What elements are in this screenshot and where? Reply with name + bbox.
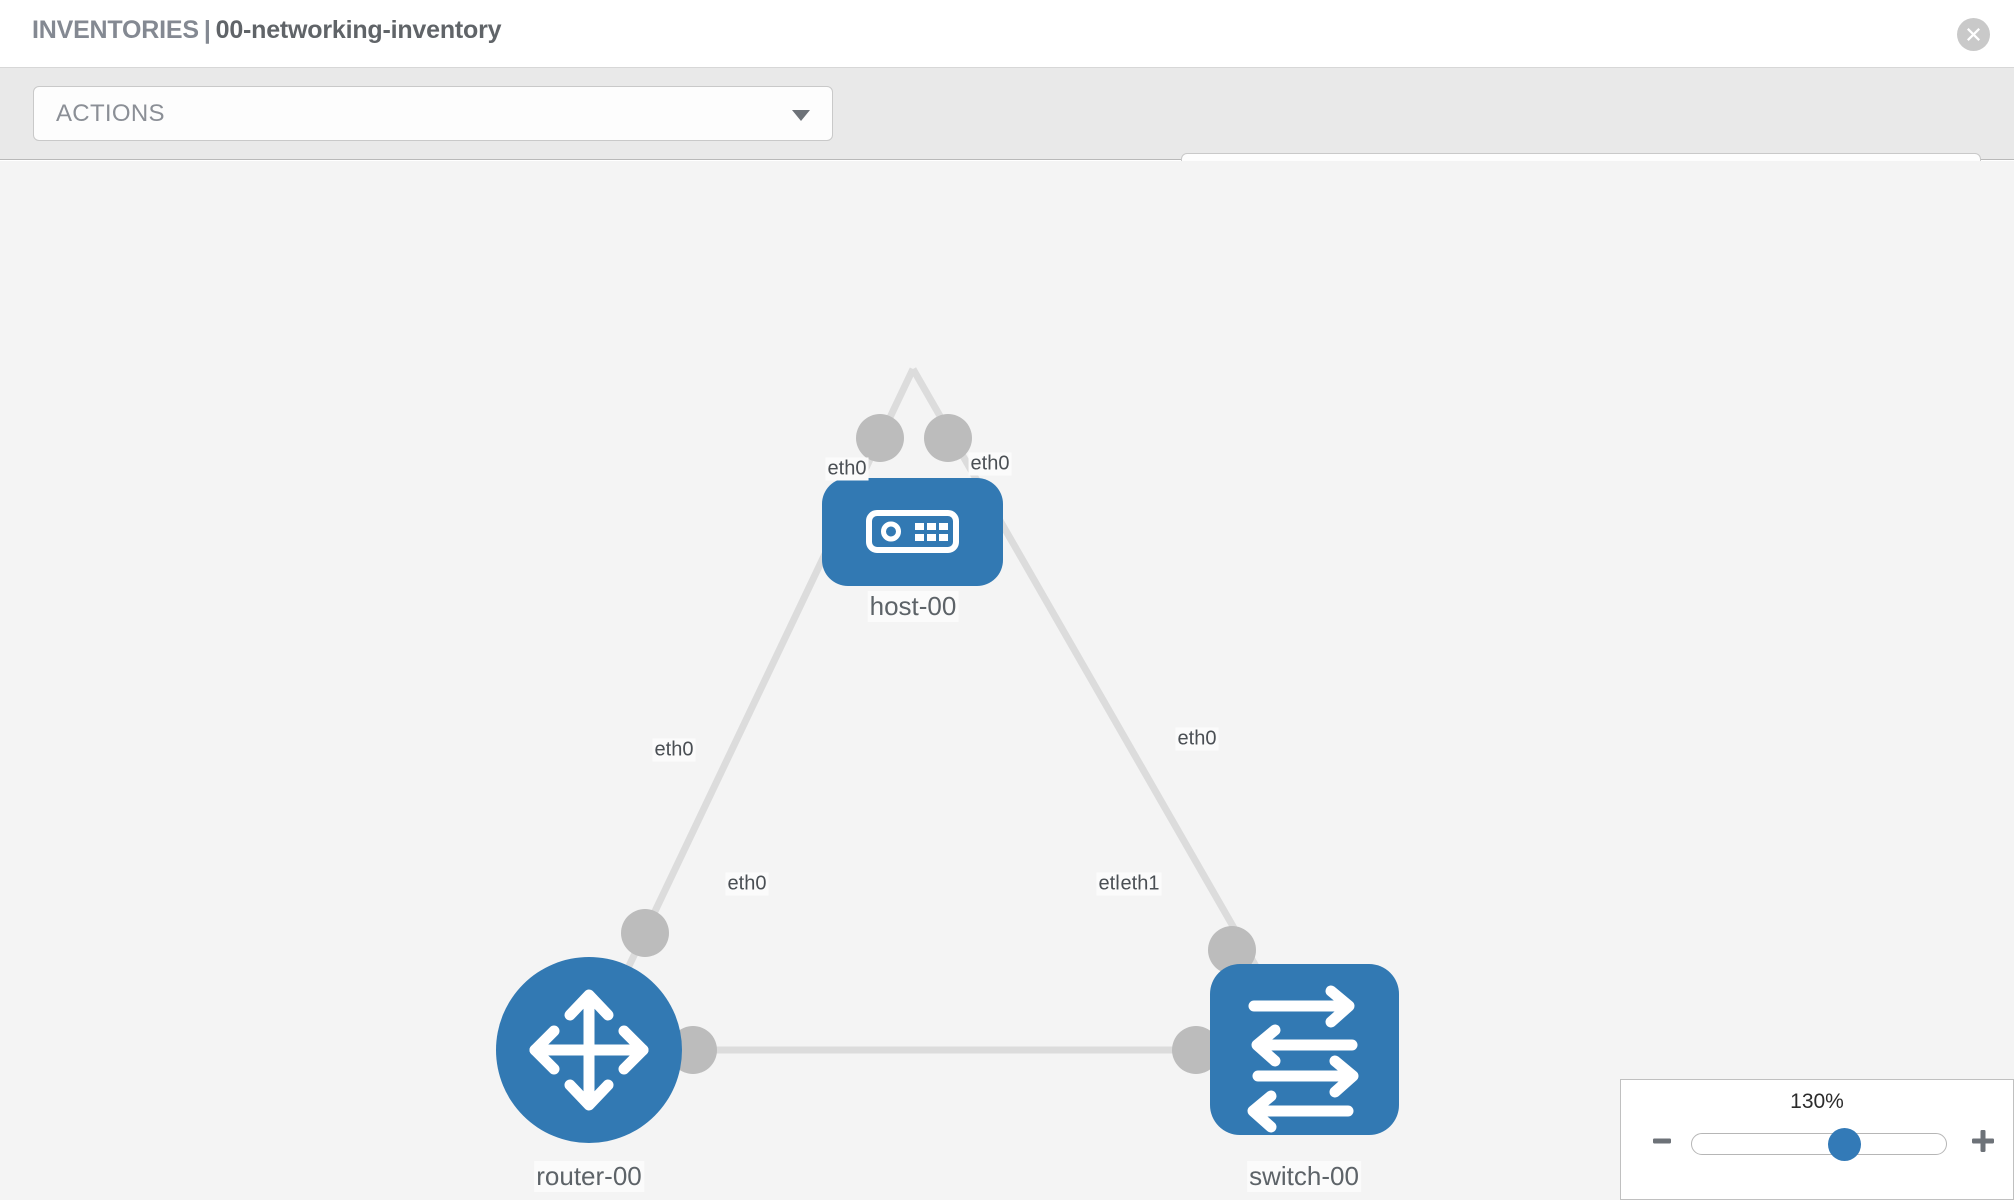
page-toolbar: ACTIONS SEARCH — [0, 68, 2014, 208]
zoom-in-button[interactable] — [1967, 1127, 1999, 1159]
link-label-switch00-eth0-up: eth0 — [1175, 727, 1219, 751]
actions-dropdown-label: ACTIONS — [56, 100, 165, 127]
close-icon — [1964, 25, 1983, 44]
zoom-level-value: 130% — [1790, 1090, 1844, 1113]
node-label-router-00: router-00 — [534, 1161, 644, 1192]
connector-router00-top — [621, 909, 669, 957]
breadcrumb-current-item: 00-networking-inventory — [215, 16, 502, 44]
topology-canvas[interactable]: host-00 router-00 switch-00 eth0 eth0 et… — [0, 161, 2014, 1200]
node-host-00[interactable] — [822, 478, 1003, 586]
node-label-host-00: host-00 — [867, 591, 959, 622]
breadcrumb: INVENTORIES|00-networking-inventory — [32, 16, 502, 45]
breadcrumb-separator: | — [203, 16, 211, 44]
chevron-down-icon — [792, 110, 810, 121]
server-icon — [866, 510, 959, 553]
link-label-router00-eth0-right: eth0 — [725, 872, 769, 896]
connector-host00-left — [856, 414, 904, 462]
link-label-router00-eth0-up: eth0 — [652, 738, 696, 762]
link-label-host00-eth0-right: eth0 — [968, 452, 1012, 476]
zoom-slider-track[interactable] — [1691, 1128, 1947, 1161]
connector-switch00-left — [1172, 1026, 1220, 1074]
minus-icon — [1651, 1130, 1673, 1157]
breadcrumb-root-link[interactable]: INVENTORIES — [32, 16, 199, 44]
topology-links — [585, 367, 1308, 1054]
actions-dropdown[interactable]: ACTIONS — [33, 86, 833, 141]
node-router-00[interactable] — [496, 957, 682, 1143]
plus-icon — [1970, 1128, 1996, 1159]
zoom-control-panel: 130% — [1620, 1079, 2014, 1200]
node-label-switch-00: switch-00 — [1247, 1161, 1361, 1192]
zoom-slider-thumb[interactable] — [1828, 1128, 1862, 1161]
switch-arrows-icon — [1247, 985, 1359, 1133]
topology-graph — [496, 367, 1399, 1143]
connector-host00-right — [924, 414, 972, 462]
node-switch-00[interactable] — [1210, 964, 1399, 1135]
router-arrows-icon — [529, 989, 649, 1111]
zoom-out-button[interactable] — [1646, 1127, 1678, 1159]
link-label-switch00-eth1-left: eth1 — [1118, 872, 1162, 896]
connector-switch00-top — [1208, 926, 1256, 974]
close-button[interactable] — [1957, 18, 1990, 51]
link-label-host00-eth0-left: eth0 — [825, 457, 869, 481]
page-header: INVENTORIES|00-networking-inventory — [0, 0, 2014, 68]
